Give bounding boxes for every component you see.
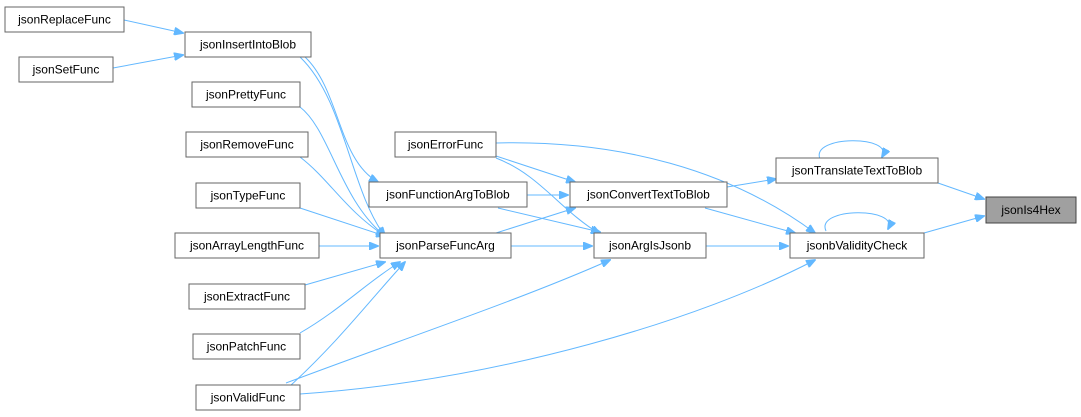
- edge-valid-to-parsefuncarg: [289, 262, 405, 387]
- node-jsonArrayLengthFunc[interactable]: jsonArrayLengthFunc: [174, 232, 320, 259]
- edge-parsefuncarg-to-convert: [495, 208, 575, 234]
- edge-validitycheck-self-loop: [824, 212, 889, 232]
- node-label: jsonConvertTextToBlob: [586, 188, 710, 202]
- node-label: jsonFunctionArgToBlob: [385, 188, 510, 202]
- node-jsonFunctionArgToBlob[interactable]: jsonFunctionArgToBlob: [368, 181, 528, 208]
- node-jsonbValidityCheck[interactable]: jsonbValidityCheck: [789, 232, 925, 259]
- node-jsonSetFunc[interactable]: jsonSetFunc: [18, 56, 114, 83]
- node-jsonConvertTextToBlob[interactable]: jsonConvertTextToBlob: [569, 181, 728, 208]
- edge-remove-to-parsefuncarg: [299, 156, 385, 236]
- node-jsonValidFunc[interactable]: jsonValidFunc: [195, 384, 301, 411]
- edge-error-to-argisjsonb: [495, 157, 600, 234]
- node-jsonPatchFunc[interactable]: jsonPatchFunc: [192, 333, 301, 360]
- edge-functionargtoblob-to-argisjsonb: [497, 207, 600, 232]
- edge-convert-to-translate: [726, 179, 776, 188]
- node-label: jsonTranslateTextToBlob: [791, 164, 923, 178]
- edge-setfunc-to-insert: [112, 55, 183, 69]
- node-jsonTypeFunc[interactable]: jsonTypeFunc: [195, 182, 301, 209]
- node-label: jsonPatchFunc: [206, 340, 286, 354]
- node-label: jsonTypeFunc: [210, 189, 286, 203]
- edge-patch-to-parsefuncarg: [299, 262, 400, 334]
- edge-validitycheck-to-is4hex: [923, 216, 984, 234]
- node-jsonExtractFunc[interactable]: jsonExtractFunc: [188, 283, 306, 310]
- node-jsonIs4Hex[interactable]: jsonIs4Hex: [985, 196, 1077, 224]
- node-label: jsonExtractFunc: [203, 290, 290, 304]
- edge-convert-to-validitycheck: [704, 207, 795, 233]
- edge-valid-to-argisjsonb: [285, 260, 610, 384]
- node-jsonTranslateTextToBlob[interactable]: jsonTranslateTextToBlob: [775, 157, 939, 184]
- edge-insert-to-parsefuncarg: [299, 56, 385, 236]
- node-label: jsonReplaceFunc: [17, 13, 111, 27]
- edge-valid-to-validitycheck: [299, 260, 815, 395]
- edge-error-to-convert: [495, 155, 575, 182]
- edge-translate-to-is4hex: [937, 182, 984, 199]
- node-jsonPrettyFunc[interactable]: jsonPrettyFunc: [191, 81, 301, 108]
- node-label: jsonInsertIntoBlob: [199, 38, 296, 52]
- node-label: jsonArrayLengthFunc: [189, 239, 304, 253]
- node-label: jsonErrorFunc: [407, 138, 483, 152]
- node-jsonRemoveFunc[interactable]: jsonRemoveFunc: [185, 131, 309, 158]
- node-jsonArgIsJsonb[interactable]: jsonArgIsJsonb: [593, 232, 707, 259]
- edges: [112, 19, 984, 395]
- edge-extract-to-parsefuncarg: [304, 262, 385, 286]
- node-label: jsonValidFunc: [210, 391, 285, 405]
- edge-translate-self-loop: [818, 140, 883, 160]
- edge-pretty-to-parsefuncarg: [299, 106, 385, 236]
- edge-type-to-parsefuncarg: [299, 207, 385, 236]
- node-jsonInsertIntoBlob[interactable]: jsonInsertIntoBlob: [184, 31, 312, 58]
- edge-insert-to-functionargtoblob: [304, 56, 378, 182]
- edge-error-to-validitycheck: [495, 142, 815, 233]
- node-label: jsonPrettyFunc: [205, 88, 286, 102]
- node-jsonParseFuncArg[interactable]: jsonParseFuncArg: [379, 232, 512, 259]
- node-label: jsonParseFuncArg: [395, 239, 495, 253]
- node-label: jsonArgIsJsonb: [608, 239, 691, 253]
- node-label: jsonbValidityCheck: [806, 239, 908, 253]
- node-label: jsonSetFunc: [32, 63, 100, 77]
- edge-replace-to-insert: [123, 19, 183, 33]
- node-label: jsonIs4Hex: [1000, 203, 1060, 217]
- node-jsonErrorFunc[interactable]: jsonErrorFunc: [394, 131, 497, 158]
- node-jsonReplaceFunc[interactable]: jsonReplaceFunc: [4, 6, 125, 33]
- node-label: jsonRemoveFunc: [199, 138, 293, 152]
